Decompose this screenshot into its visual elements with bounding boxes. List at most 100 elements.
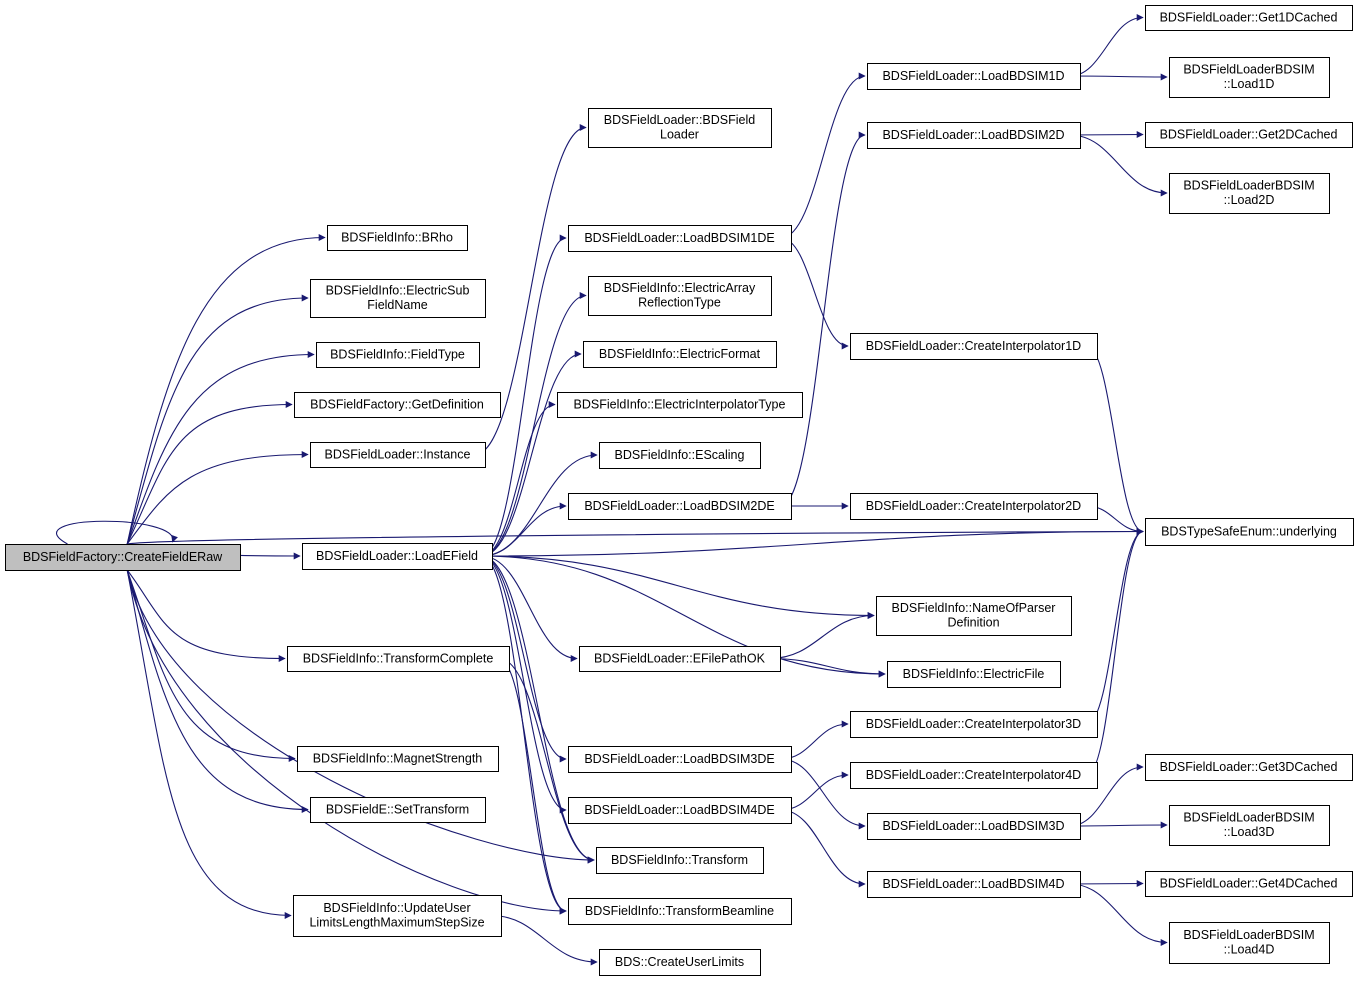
node-bdsfield-factory-create-field-eraw[interactable]: BDSFieldFactory::CreateFieldERaw: [5, 544, 241, 571]
node-bdsfield-info-transform[interactable]: BDSFieldInfo::Transform: [596, 847, 764, 874]
node-bdsfield-loader-bdsim-load4-d[interactable]: BDSFieldLoaderBDSIM::Load4D: [1169, 922, 1330, 964]
node-bdsfield-loader-create-interpolator4-d[interactable]: BDSFieldLoader::CreateInterpolator4D: [850, 762, 1098, 789]
node-bdsfield-info-brho[interactable]: BDSFieldInfo::BRho: [327, 225, 468, 251]
node-bdsfield-loader-load-bdsim1-d[interactable]: BDSFieldLoader::LoadBDSIM1D: [867, 63, 1081, 90]
node-bds-create-user-limits[interactable]: BDS::CreateUserLimits: [599, 949, 761, 976]
node-label: Loader: [660, 128, 699, 142]
node-bdsfield-loader-load-bdsim2-d[interactable]: BDSFieldLoader::LoadBDSIM2D: [867, 122, 1081, 149]
edge-load2d-to-l2d: [1069, 134, 1168, 197]
node-box: [568, 225, 792, 252]
node-box: [327, 225, 468, 251]
node-bdsfield-info-field-type[interactable]: BDSFieldInfo::FieldType: [316, 342, 480, 368]
node-bdsfield-info-electric-file[interactable]: BDSFieldInfo::ElectricFile: [887, 661, 1061, 688]
edge-instance-to-ctor: [474, 124, 587, 456]
node-label: BDSFieldInfo::ElectricArray: [604, 281, 756, 295]
edge-loadefield-to-efilepath: [481, 555, 578, 662]
node-box: [850, 333, 1098, 360]
edge-efilepath-to-efile: [769, 657, 886, 678]
edge-loadefield-to-load4de: [481, 555, 567, 814]
node-bdsfield-loader-create-interpolator2-d[interactable]: BDSFieldLoader::CreateInterpolator2D: [850, 493, 1098, 520]
node-bdstype-safe-enum-underlying[interactable]: BDSTypeSafeEnum::underlying: [1145, 518, 1354, 546]
node-label: BDS::CreateUserLimits: [615, 955, 744, 969]
node-box: [876, 596, 1072, 636]
node-bdsfield-loader-bdsim-load3-d[interactable]: BDSFieldLoaderBDSIM::Load3D: [1169, 805, 1330, 846]
node-bdsfield-loader-instance[interactable]: BDSFieldLoader::Instance: [310, 442, 486, 468]
node-bdsfield-loader-load-bdsim4-de[interactable]: BDSFieldLoader::LoadBDSIM4DE: [568, 797, 792, 824]
node-label: BDSTypeSafeEnum::underlying: [1161, 524, 1337, 538]
edge-loadefield-to-transbeam: [481, 555, 567, 915]
node-box: [1145, 871, 1353, 897]
node-bdsfield-loader-load-efield[interactable]: BDSFieldLoader::LoadEField: [302, 543, 493, 570]
node-bdsfield-loader-load-bdsim3-d[interactable]: BDSFieldLoader::LoadBDSIM3D: [867, 813, 1081, 840]
node-box: [568, 493, 792, 520]
node-bdsfield-info-transform-beamline[interactable]: BDSFieldInfo::TransformBeamline: [568, 898, 792, 925]
node-label: BDSFieldLoader::CreateInterpolator1D: [866, 339, 1081, 353]
node-bdsfield-loader-create-interpolator1-d[interactable]: BDSFieldLoader::CreateInterpolator1D: [850, 333, 1098, 360]
node-box: [867, 813, 1081, 840]
node-bdsfield-info-transform-complete[interactable]: BDSFieldInfo::TransformComplete: [287, 646, 510, 672]
edge-load4de-to-load4d: [780, 809, 866, 888]
node-label: ::Load4D: [1224, 943, 1275, 957]
node-bdsfield-loader-load-bdsim4-d[interactable]: BDSFieldLoader::LoadBDSIM4D: [867, 871, 1081, 898]
node-label: BDSFieldLoaderBDSIM: [1183, 811, 1314, 825]
edge-loadefield-to-underlying: [481, 528, 1144, 557]
edge-root-to-transbeam: [126, 569, 567, 915]
node-label: BDSFieldLoaderBDSIM: [1183, 928, 1314, 942]
node-box: [599, 442, 761, 469]
edge-loadefield-to-eformat: [481, 350, 582, 557]
node-bdsfield-loader-get4-dcached[interactable]: BDSFieldLoader::Get4DCached: [1145, 871, 1353, 897]
node-box: [588, 108, 772, 148]
node-label: BDSFieldLoader::Get2DCached: [1160, 127, 1338, 141]
node-label: BDSFieldLoader::LoadBDSIM4DE: [584, 803, 774, 817]
node-bdsfield-loader-load-bdsim2-de[interactable]: BDSFieldLoader::LoadBDSIM2DE: [568, 493, 792, 520]
node-box: [599, 949, 761, 976]
node-label: BDSFieldLoaderBDSIM: [1183, 63, 1314, 77]
node-label: Definition: [947, 616, 999, 630]
node-box: [850, 711, 1098, 738]
node-label: BDSFieldLoader::CreateInterpolator2D: [866, 499, 1081, 513]
node-label: BDSFieldLoader::Instance: [325, 447, 471, 461]
node-bdsfield-loader-get3-dcached[interactable]: BDSFieldLoader::Get3DCached: [1145, 754, 1353, 781]
node-bdsfield-loader-bdsfield-loader[interactable]: BDSFieldLoader::BDSFieldLoader: [588, 108, 772, 148]
node-bdsfield-loader-load-bdsim3-de[interactable]: BDSFieldLoader::LoadBDSIM3DE: [568, 746, 792, 773]
node-bdsfield-loader-bdsim-load2-d[interactable]: BDSFieldLoaderBDSIM::Load2D: [1169, 173, 1330, 214]
node-label: BDSFieldLoader::CreateInterpolator4D: [866, 768, 1081, 782]
node-bdsfield-factory-get-definition[interactable]: BDSFieldFactory::GetDefinition: [294, 392, 501, 418]
node-label: BDSFieldLoader::LoadBDSIM1D: [882, 69, 1064, 83]
node-bdsfield-e-set-transform[interactable]: BDSFieldE::SetTransform: [310, 797, 486, 823]
edge-root-to-root: [56, 520, 178, 545]
node-bdsfield-info-electric-format[interactable]: BDSFieldInfo::ElectricFormat: [583, 341, 777, 368]
node-box: [568, 898, 792, 925]
node-box: [867, 871, 1081, 898]
node-box: [557, 392, 803, 418]
node-bdsfield-info-magnet-strength[interactable]: BDSFieldInfo::MagnetStrength: [297, 746, 499, 772]
node-bdsfield-loader-create-interpolator3-d[interactable]: BDSFieldLoader::CreateInterpolator3D: [850, 711, 1098, 738]
edge-transcomplete-to-transbeam: [498, 657, 567, 915]
node-bdsfield-loader-get2-dcached[interactable]: BDSFieldLoader::Get2DCached: [1145, 122, 1353, 148]
node-bdsfield-info-electric-interpolator-type[interactable]: BDSFieldInfo::ElectricInterpolatorType: [557, 392, 803, 418]
edge-root-to-transform: [126, 569, 595, 864]
edge-efilepath-to-nameparser: [769, 612, 875, 660]
node-bdsfield-loader-bdsim-load1-d[interactable]: BDSFieldLoaderBDSIM::Load1D: [1169, 57, 1330, 98]
node-bdsfield-loader-get1-dcached[interactable]: BDSFieldLoader::Get1DCached: [1145, 5, 1353, 31]
edge-root-to-getdef: [126, 401, 293, 545]
node-box: [568, 746, 792, 773]
edge-loadefield-to-load2de: [481, 502, 567, 557]
node-box: [588, 276, 772, 316]
node-box: [310, 442, 486, 468]
node-box: [287, 646, 510, 672]
edge-root-to-settransform: [126, 569, 309, 813]
edge-root-to-updateuser: [126, 569, 292, 919]
node-label: BDSFieldLoader::LoadEField: [316, 549, 478, 563]
node-bdsfield-info-escaling[interactable]: BDSFieldInfo::EScaling: [599, 442, 761, 469]
edge-loadefield-to-earray: [481, 292, 587, 557]
node-bdsfield-info-electric-array-reflection-type[interactable]: BDSFieldInfo::ElectricArrayReflectionTyp…: [588, 276, 772, 316]
node-label: BDSFieldInfo::ElectricFormat: [599, 347, 761, 361]
edge-load1d-to-l1d: [1069, 73, 1168, 81]
node-bdsfield-info-update-user-limits-length-maximum-step-size[interactable]: BDSFieldInfo::UpdateUserLimitsLengthMaxi…: [293, 895, 502, 937]
node-bdsfield-loader-load-bdsim1-de[interactable]: BDSFieldLoader::LoadBDSIM1DE: [568, 225, 792, 252]
nodes-layer: BDSFieldFactory::CreateFieldERawBDSField…: [5, 5, 1354, 976]
node-bdsfield-loader-efile-path-ok[interactable]: BDSFieldLoader::EFilePathOK: [579, 646, 781, 672]
